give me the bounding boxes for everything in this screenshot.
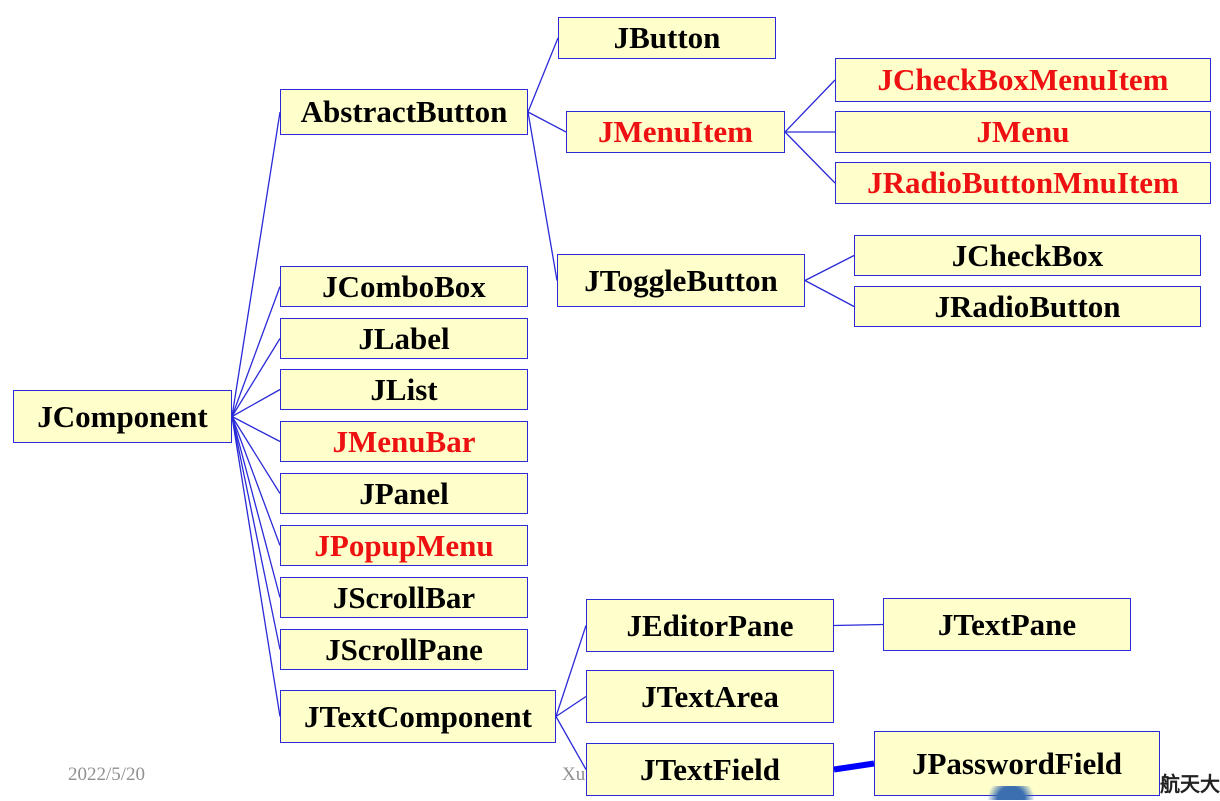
university-logo-icon [980,786,1042,800]
node-jlabel: JLabel [280,318,528,359]
node-jtextarea: JTextArea [586,670,834,723]
node-jscrollbar: JScrollBar [280,577,528,618]
edge-jtextcomponent-jtextfield [555,716,587,770]
node-jtextcomponent: JTextComponent [280,690,556,743]
edge-abstractbutton-jtogglebutton [527,111,558,281]
node-jlist: JList [280,369,528,410]
edge-jcomponent-jtextcomponent [231,416,281,717]
node-jradiobutton: JRadioButton [854,286,1201,327]
node-jcheckbox: JCheckBox [854,235,1201,276]
node-abstractbutton: AbstractButton [280,89,528,135]
edge-jcomponent-jpanel [231,416,281,494]
footer-date: 2022/5/20 [68,764,146,785]
node-jpanel: JPanel [280,473,528,514]
edge-jcomponent-jcombobox [231,286,281,417]
node-jeditorpane: JEditorPane [586,599,834,652]
footer-author: Xu [562,764,586,785]
edge-jtextcomponent-jtextarea [555,695,587,718]
edge-jcomponent-jscrollbar [231,416,281,598]
node-jmenuitem: JMenuItem [566,111,785,153]
node-jtogglebutton: JToggleButton [557,254,805,307]
node-jcheckboxmenuitem: JCheckBoxMenuItem [835,58,1211,102]
node-jpasswordfield: JPasswordField [874,731,1160,796]
edge-abstractbutton-jmenuitem [527,111,567,133]
edge-abstractbutton-jbutton [527,37,559,113]
node-jcomponent: JComponent [13,390,232,443]
node-jtextfield: JTextField [586,743,834,796]
node-jscrollpane: JScrollPane [280,629,528,670]
node-jcombobox: JComboBox [280,266,528,307]
edge-jmenuitem-jcheckboxmenuitem [784,79,836,133]
edge-jcomponent-jpopupmenu [231,416,281,546]
edge-jcomponent-jlabel [231,338,281,417]
thick-edge-jtextfield-jpasswordfield [833,760,875,773]
edge-jeditorpane-jtextpane [833,623,884,627]
edge-jcomponent-abstractbutton [231,111,281,417]
node-jmenu: JMenu [835,111,1211,153]
edge-jmenuitem-jradiobuttonmenuitem [784,131,836,184]
footer-logo-text: 航天大 [1160,772,1220,796]
edge-jtogglebutton-jradiobutton [804,279,855,308]
node-jradiobuttonmenuitem: JRadioButtonMnuItem [835,162,1211,204]
edge-jtextcomponent-jeditorpane [555,625,587,717]
node-jbutton: JButton [558,17,776,59]
edge-jtogglebutton-jcheckbox [804,254,855,282]
node-jmenubar: JMenuBar [280,421,528,462]
node-jtextpane: JTextPane [883,598,1131,651]
edge-jcomponent-jscrollpane [231,416,281,650]
node-jpopupmenu: JPopupMenu [280,525,528,566]
edge-jcomponent-jmenubar [231,415,281,443]
edge-jcomponent-jlist [231,388,281,418]
